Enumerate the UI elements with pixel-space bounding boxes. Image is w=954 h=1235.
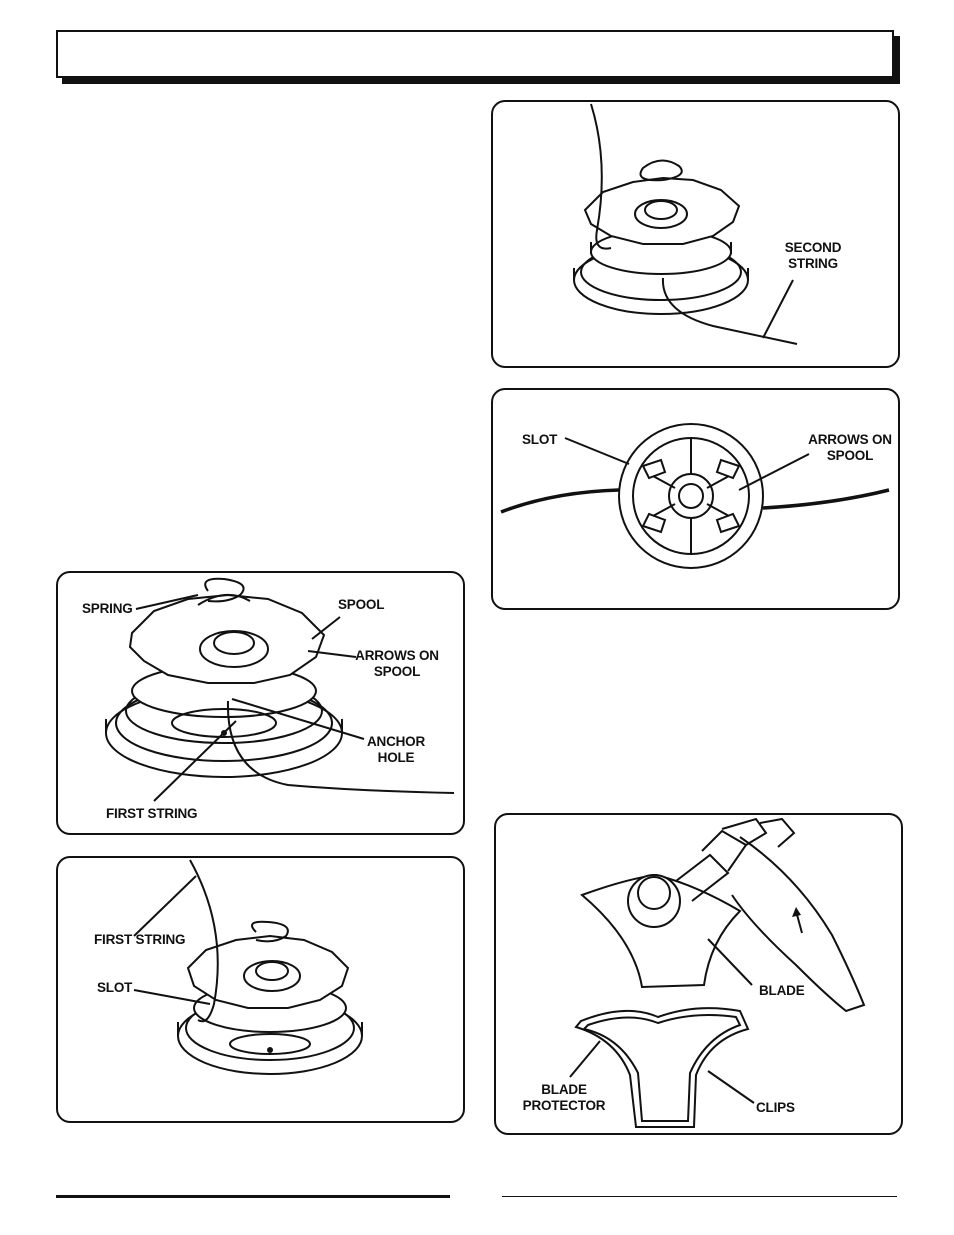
spool-top-illustration (500, 423, 890, 569)
leader-arrows-on-spool (307, 650, 357, 658)
leader-arrows-on-spool (738, 453, 810, 491)
label-spring: SPRING (82, 601, 133, 616)
label-clips: CLIPS (756, 1100, 795, 1115)
leader-spring (135, 594, 199, 610)
spool-parts-illustration (105, 577, 455, 802)
leader-first-string (133, 875, 197, 937)
first-string-slot-illustration (133, 859, 363, 1075)
leader-first-string (153, 720, 237, 802)
label-arrows-on-spool: ARROWS ON SPOOL (808, 432, 892, 463)
blade-illustration (569, 817, 866, 1128)
leader-blade-protector (569, 1040, 601, 1078)
figure-blade: BLADE BLADE PROTECTOR CLIPS (494, 813, 903, 1135)
label-anchor-hole: ANCHOR HOLE (366, 734, 426, 765)
label-first-string: FIRST STRING (94, 932, 186, 947)
figure-spool-top: SLOT ARROWS ON SPOOL (491, 388, 900, 610)
label-first-string: FIRST STRING (106, 806, 198, 821)
leader-slot (133, 989, 211, 1005)
leader-clips (707, 1070, 755, 1104)
figure-first-string-slot: FIRST STRING SLOT (56, 856, 465, 1123)
footer-rule-right (502, 1196, 897, 1197)
figure-spool-parts: SPRING SPOOL ARROWS ON SPOOL ANCHOR HOLE… (56, 571, 465, 835)
second-string-illustration (573, 103, 798, 345)
leader-anchor-hole (231, 698, 365, 740)
leader-slot (564, 437, 630, 465)
footer-rule-left (56, 1195, 450, 1198)
label-arrows-on-spool: ARROWS ON SPOOL (355, 648, 439, 679)
label-slot: SLOT (97, 980, 133, 995)
label-blade-protector: BLADE PROTECTOR (522, 1082, 606, 1113)
leader-spool (311, 616, 341, 640)
label-slot: SLOT (522, 432, 558, 447)
label-spool: SPOOL (338, 597, 385, 612)
label-blade: BLADE (759, 983, 805, 998)
leader-second-string (762, 279, 794, 339)
figure-second-string: SECOND STRING (491, 100, 900, 368)
leader-blade (707, 938, 753, 986)
page-header-bar (56, 30, 894, 78)
label-second-string: SECOND STRING (784, 240, 842, 271)
